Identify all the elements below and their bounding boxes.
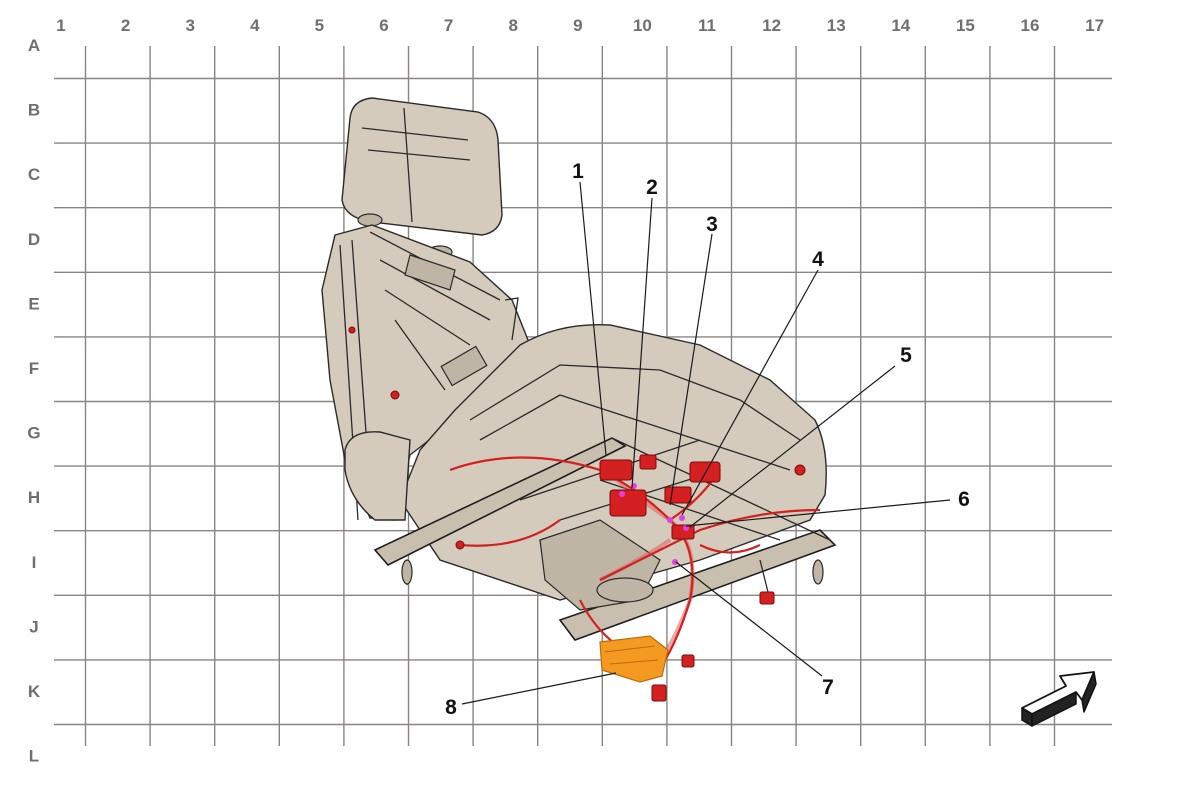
connector-group-center	[664, 486, 692, 504]
callout-labels: 1 2 3 4 5 6 7 8	[445, 160, 970, 719]
grid-row-label: H	[28, 488, 40, 507]
control-unit	[599, 635, 669, 683]
grid-row-label: I	[32, 553, 37, 572]
grid-row-label: A	[28, 36, 40, 55]
grid-column-label: 12	[762, 16, 781, 35]
callout-2: 2	[646, 176, 658, 199]
grid-column-label: 7	[444, 16, 453, 35]
grid-row-label: L	[29, 747, 39, 766]
direction-arrow-icon	[1021, 671, 1097, 727]
callout-1: 1	[572, 160, 584, 183]
grid-row-label: F	[29, 359, 39, 378]
seat-rail-right	[558, 529, 837, 641]
grid-column-label: 11	[698, 16, 716, 35]
grid-column-label: 2	[121, 16, 130, 35]
callout-4: 4	[812, 248, 824, 271]
grid-column-label: 14	[891, 16, 910, 35]
grid-row-label: C	[28, 165, 40, 184]
grid-column-label: 9	[573, 16, 582, 35]
grid-row-label: G	[27, 424, 40, 443]
grid-column-label: 6	[379, 16, 388, 35]
grid-column-label: 3	[185, 16, 194, 35]
grid-row-label: E	[28, 294, 39, 313]
grid-column-label: 1	[56, 16, 65, 35]
wiring-harness	[449, 454, 821, 702]
grid-row-labels: A B C D E F G H I J K L	[27, 36, 40, 766]
callout-8: 8	[445, 696, 457, 719]
grid-row-label: K	[28, 682, 41, 701]
connector-group-left	[599, 459, 633, 481]
grid-row-label: B	[28, 101, 40, 120]
grid-column-label: 17	[1085, 16, 1104, 35]
grid-row-label: D	[28, 230, 40, 249]
grid-column-label: 15	[956, 16, 975, 35]
callout-6: 6	[958, 488, 970, 511]
headrest	[341, 97, 503, 236]
grid-column-label: 13	[827, 16, 846, 35]
callout-3: 3	[706, 213, 718, 236]
grid-column-label: 16	[1021, 16, 1040, 35]
grid-column-label: 8	[508, 16, 517, 35]
grid-column-label: 5	[315, 16, 324, 35]
callout-7: 7	[822, 676, 834, 699]
grid-row-label: J	[29, 617, 38, 636]
grid-column-label: 10	[633, 16, 652, 35]
seat-rail-left	[373, 437, 627, 566]
callout-leaders	[461, 181, 951, 705]
callout-5: 5	[900, 344, 912, 367]
grid-column-label: 4	[250, 16, 260, 35]
